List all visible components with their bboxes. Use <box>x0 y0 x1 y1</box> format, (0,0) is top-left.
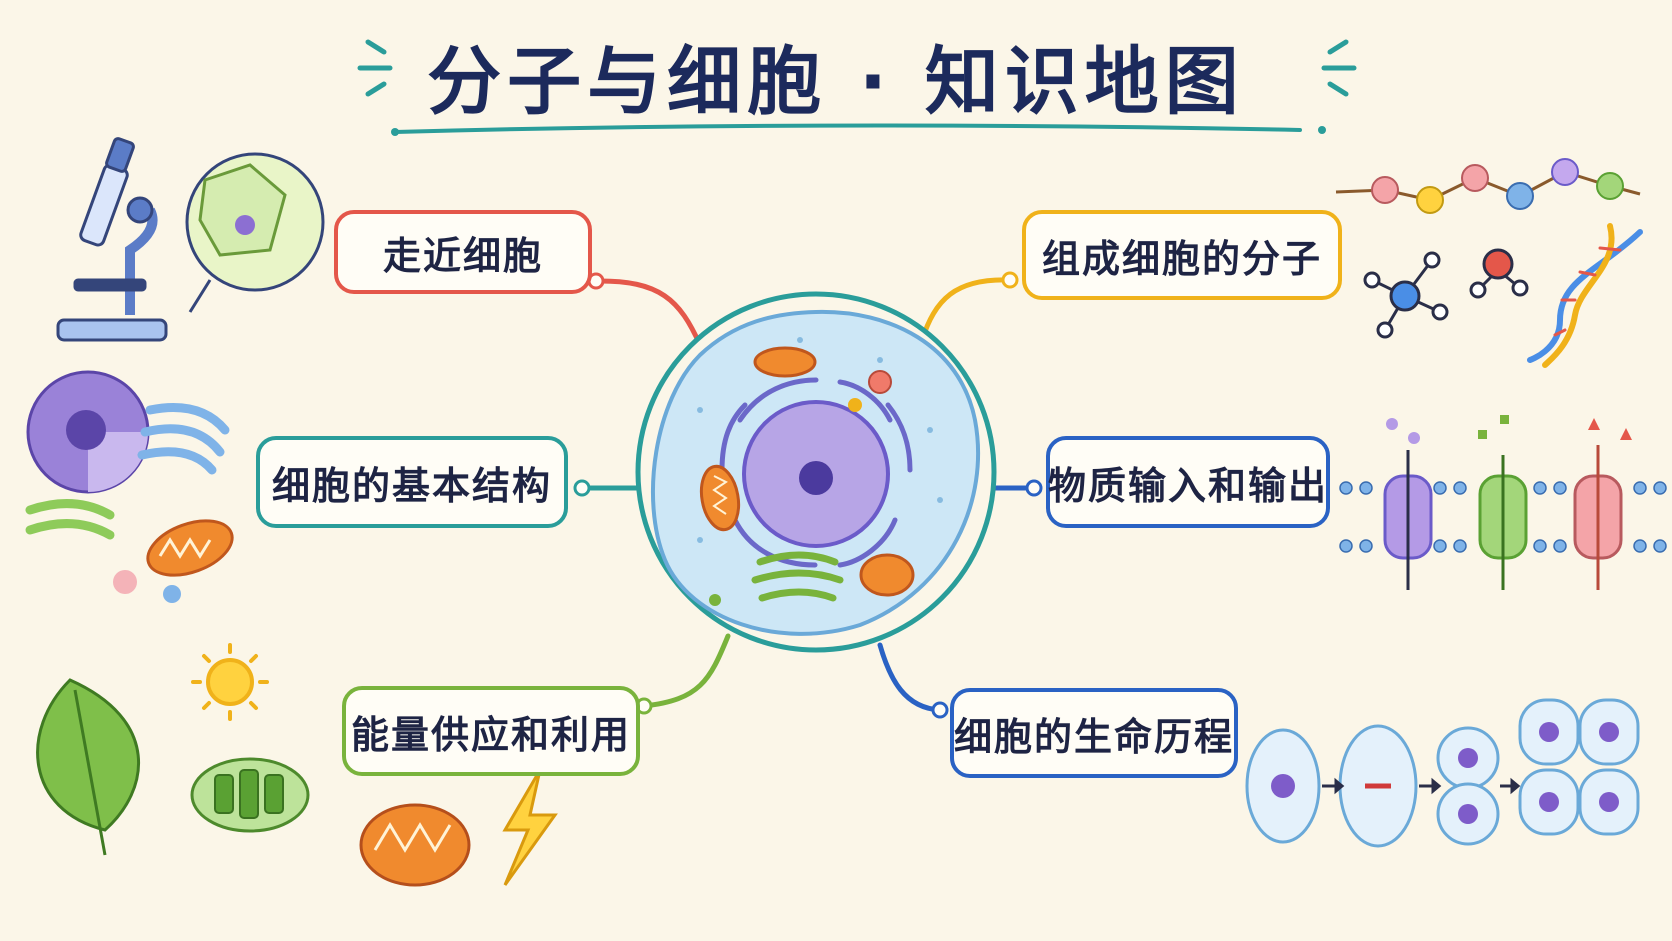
node-transport: 物质输入和输出 <box>1046 436 1330 528</box>
center-cell-illustration <box>635 291 997 653</box>
cell-membrane-channels-icon <box>1339 415 1667 590</box>
leaf-icon <box>36 678 141 856</box>
connector-molecules <box>919 271 1019 343</box>
plant-cells-magnified-icon <box>185 152 325 313</box>
page-title: 分子与细胞 · 知识地图 <box>427 39 1245 125</box>
sun-icon <box>191 643 269 721</box>
mitochondrion-large-icon <box>359 803 471 887</box>
node-label: 细胞的基本结构 <box>271 463 552 508</box>
golgi-icon <box>751 551 844 602</box>
node-label: 能量供应和利用 <box>350 712 631 757</box>
vesicle-icon <box>113 570 137 594</box>
node-approach-cells: 走近细胞 <box>334 210 592 294</box>
connector-approach <box>587 272 703 348</box>
connector-energy <box>635 633 731 715</box>
amino-acid-chain-icon <box>1335 158 1641 214</box>
cell-division-icon <box>1245 698 1640 848</box>
node-label: 走近细胞 <box>382 233 543 278</box>
node-label: 物质输入和输出 <box>1048 463 1329 508</box>
node-energy: 能量供应和利用 <box>342 686 640 776</box>
molecule-icon <box>1363 248 1529 339</box>
title-underline <box>391 123 1326 136</box>
microscope-icon <box>56 137 168 342</box>
connector-transport <box>987 479 1043 497</box>
mitochondrion-small-icon <box>146 519 234 577</box>
mitochondrion-icon <box>699 464 741 532</box>
node-label: 组成细胞的分子 <box>1041 236 1322 281</box>
chloroplast-icon <box>190 757 310 833</box>
connector-structure <box>573 479 649 497</box>
title-sparkles-left <box>357 39 393 97</box>
lightning-icon <box>502 769 558 886</box>
node-molecules: 组成细胞的分子 <box>1022 210 1342 300</box>
dna-helix-icon <box>1527 223 1643 368</box>
node-life-history: 细胞的生命历程 <box>950 688 1238 778</box>
connector-life-history <box>877 642 949 719</box>
golgi-stack-icon <box>25 403 230 540</box>
node-label: 细胞的生命历程 <box>954 714 1235 759</box>
vesicle-icon <box>163 585 181 603</box>
cell-cutaway-icon <box>26 370 150 494</box>
title-sparkles-right <box>1321 39 1357 97</box>
node-basic-structure: 细胞的基本结构 <box>256 436 568 528</box>
